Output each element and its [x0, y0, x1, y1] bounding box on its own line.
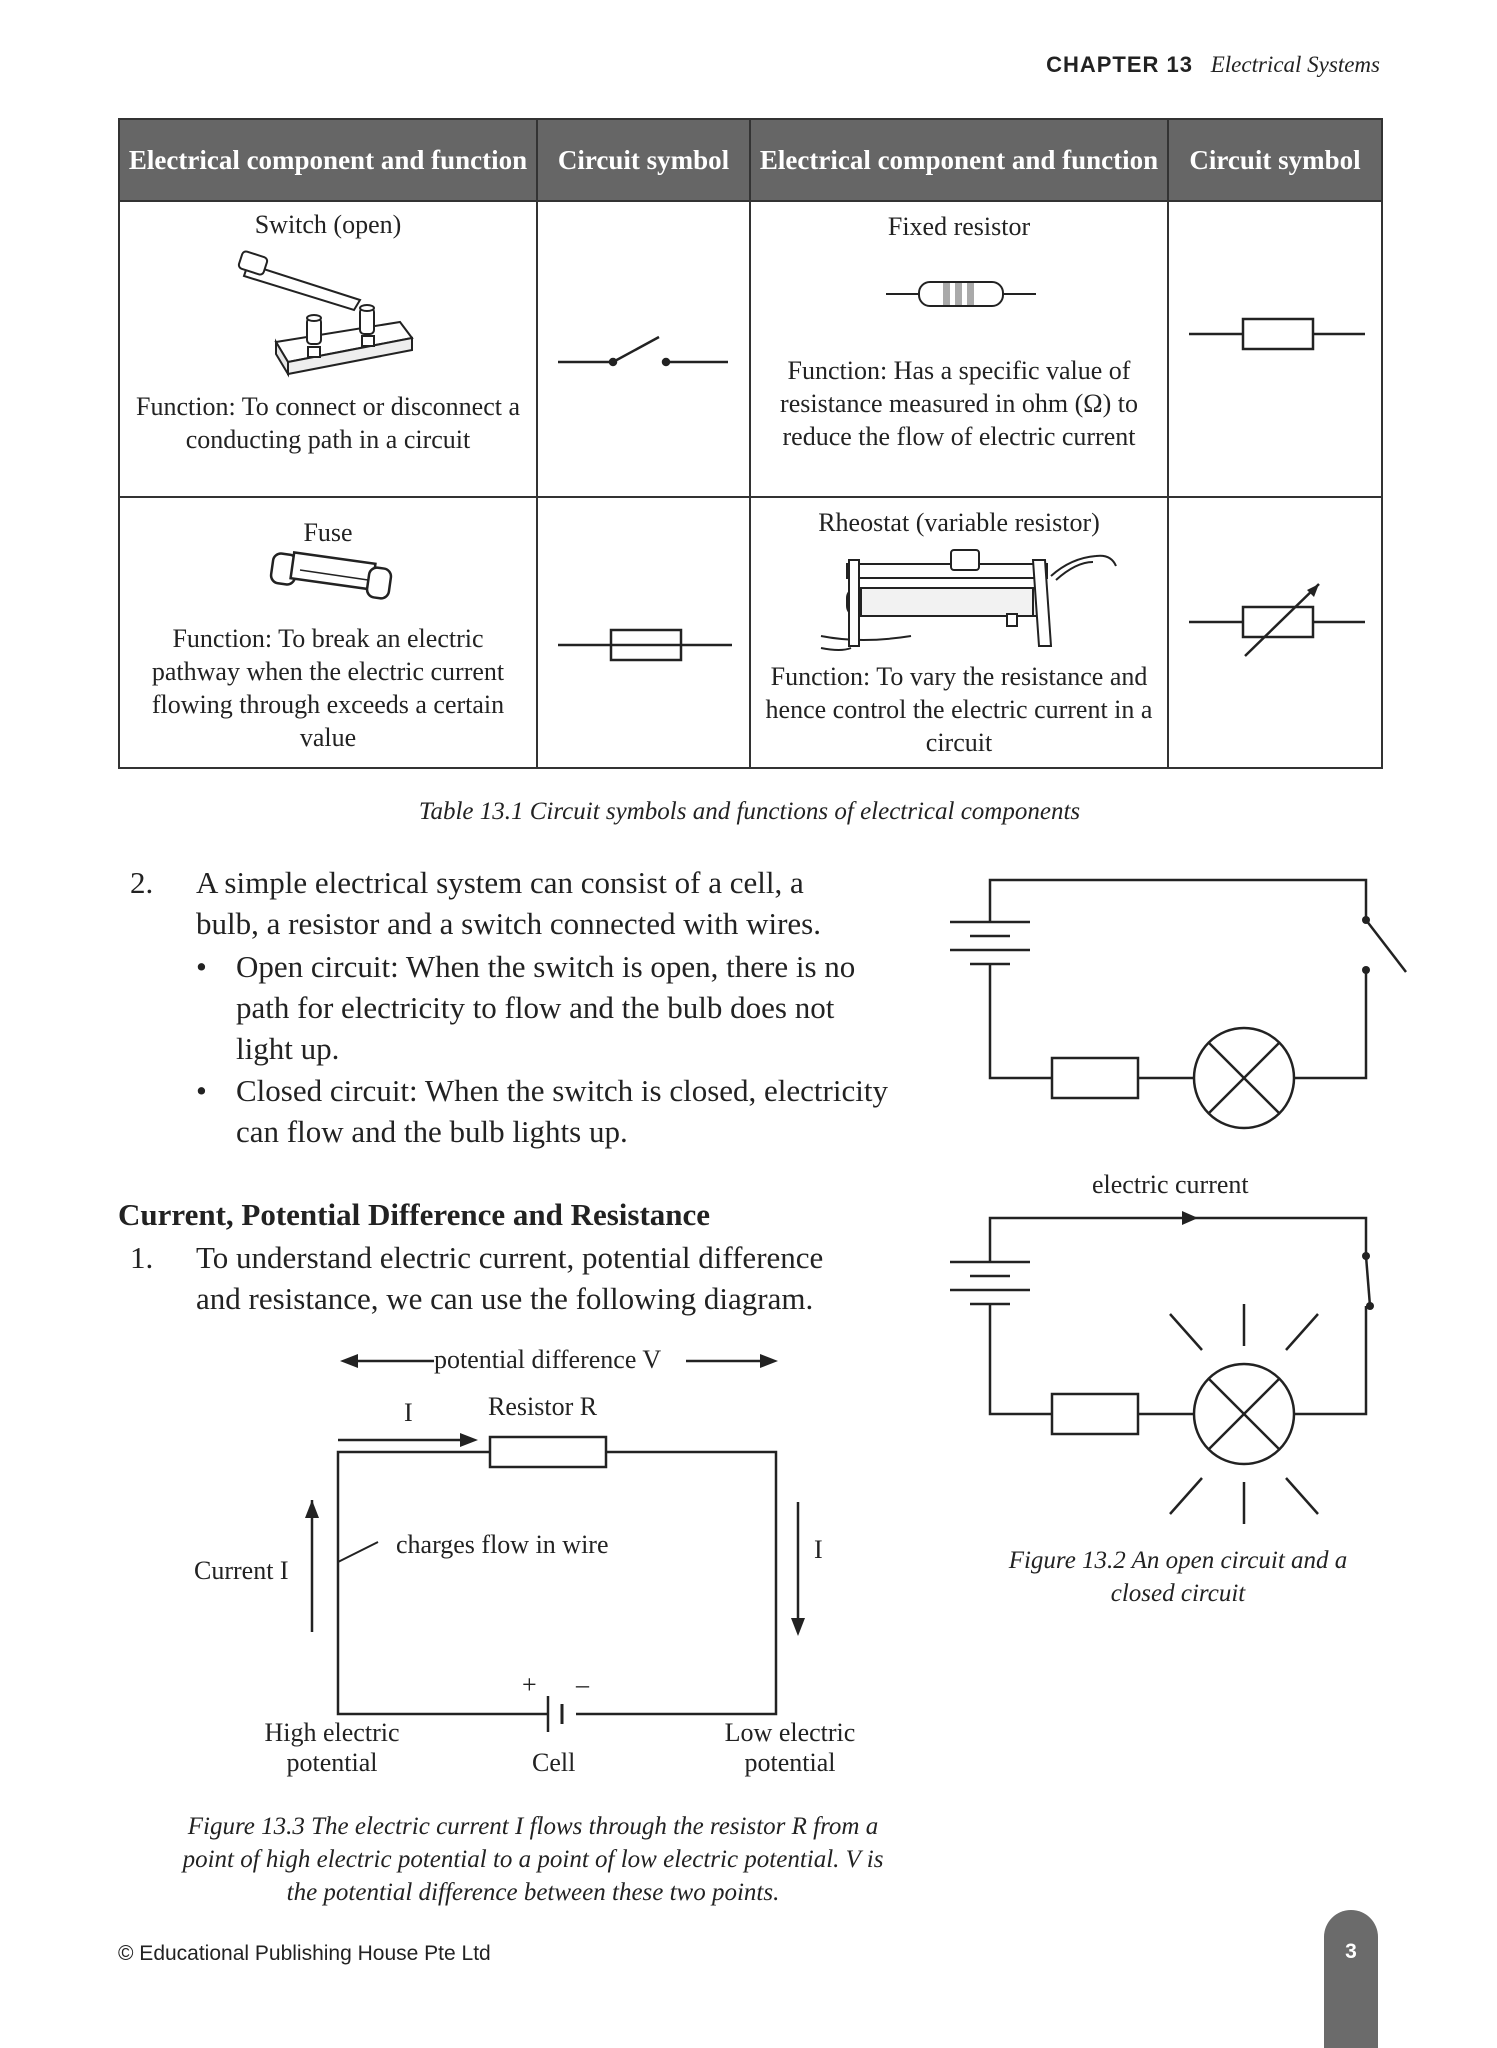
- caption-line: Figure 13.3 The electric current I flows…: [187, 1813, 879, 1840]
- high-potential-label: High electric potential: [232, 1718, 432, 1778]
- section-text: To understand electric current, potentia…: [196, 1237, 956, 1319]
- rheostat-icon: [820, 549, 1117, 651]
- chapter-title: Electrical Systems: [1210, 52, 1380, 77]
- switch-symbol: [558, 335, 728, 367]
- list-number: 2.: [130, 865, 154, 900]
- text-line: light up.: [236, 1031, 340, 1066]
- fuse-symbol: [558, 628, 732, 662]
- label-line: High electric: [264, 1718, 400, 1747]
- component-cell-rheostat: Rheostat (variable resistor): [749, 496, 1169, 769]
- page-number: 3: [1345, 1940, 1357, 1963]
- component-name: Switch (open): [254, 210, 402, 239]
- current-top-label: I: [404, 1398, 413, 1427]
- figure-13-3-caption: Figure 13.3 The electric current I flows…: [110, 1810, 956, 1909]
- point2-text: A simple electrical system can consist o…: [196, 862, 956, 944]
- table-row: Switch (open): [118, 200, 1383, 498]
- cell-label: Cell: [532, 1748, 576, 1777]
- chapter-header: CHAPTER 13 Electrical Systems: [1046, 52, 1380, 78]
- label-line: potential: [286, 1748, 378, 1777]
- potential-difference-label: potential difference V: [434, 1345, 662, 1374]
- header-symbol-1: Circuit symbol: [536, 118, 751, 202]
- text-line: bulb, a resistor and a switch connected …: [196, 906, 821, 941]
- rheostat-symbol: [1189, 583, 1365, 657]
- text-line: Open circuit: When the switch is open, t…: [236, 949, 856, 984]
- figure-13-2-diagram: [950, 878, 1407, 1524]
- text-line: A simple electrical system can consist o…: [196, 865, 804, 900]
- symbol-cell-rheostat: [1167, 496, 1383, 769]
- component-function: Function: To connect or disconnect a con…: [136, 392, 520, 454]
- bullet-marker: •: [196, 1073, 207, 1108]
- component-function: Function: To break an electric pathway w…: [151, 624, 505, 752]
- minus-sign: –: [576, 1670, 589, 1699]
- fuse-icon: [269, 551, 393, 600]
- component-cell-switch: Switch (open): [118, 200, 538, 498]
- resistor-symbol: [1189, 317, 1365, 351]
- low-potential-label: Low electric potential: [690, 1718, 890, 1778]
- current-right-label: I: [814, 1535, 823, 1564]
- text-line: can flow and the bulb lights up.: [236, 1114, 628, 1149]
- charges-flow-label: charges flow in wire: [396, 1530, 609, 1559]
- chapter-number: CHAPTER 13: [1046, 52, 1193, 77]
- symbol-cell-switch: [536, 200, 751, 498]
- text-line: path for electricity to flow and the bul…: [236, 990, 835, 1025]
- section-heading: Current, Potential Difference and Resist…: [118, 1197, 711, 1232]
- caption-line: point of high electric potential to a po…: [182, 1846, 884, 1873]
- text-line: To understand electric current, potentia…: [196, 1240, 824, 1275]
- header-component-2: Electrical component and function: [749, 118, 1169, 202]
- table-caption: Table 13.1 Circuit symbols and functions…: [418, 798, 1081, 825]
- bullet-closed-circuit: Closed circuit: When the switch is close…: [236, 1070, 976, 1152]
- caption-line: the potential difference between these t…: [286, 1879, 780, 1906]
- current-left-label: Current I: [194, 1556, 289, 1585]
- symbol-cell-fuse: [536, 496, 751, 769]
- switch-icon: [237, 250, 414, 378]
- component-function: Function: To vary the resistance and hen…: [765, 662, 1153, 757]
- component-name: Fixed resistor: [887, 212, 1031, 241]
- component-name: Fuse: [303, 518, 353, 547]
- plus-sign: +: [522, 1670, 537, 1699]
- text-line: and resistance, we can use the following…: [196, 1281, 814, 1316]
- label-line: Low electric: [724, 1718, 856, 1747]
- electric-current-label: electric current: [1092, 1170, 1249, 1199]
- text-line: Closed circuit: When the switch is close…: [236, 1073, 888, 1108]
- resistor-label: Resistor R: [488, 1392, 598, 1421]
- bullet-marker: •: [196, 949, 207, 984]
- caption-line: closed circuit: [1110, 1580, 1246, 1607]
- resistor-icon: [886, 281, 1036, 307]
- table-row: Fuse Function: To break an electric path…: [118, 496, 1383, 769]
- components-table: Electrical component and function Circui…: [118, 118, 1383, 769]
- component-function: Function: Has a specific value of resist…: [780, 356, 1138, 451]
- component-name: Rheostat (variable resistor): [818, 508, 1100, 537]
- table-header-row: Electrical component and function Circui…: [118, 118, 1383, 202]
- caption-line: Figure 13.2 An open circuit and a: [1008, 1547, 1348, 1574]
- label-line: potential: [744, 1748, 836, 1777]
- copyright: © Educational Publishing House Pte Ltd: [118, 1942, 491, 1965]
- page-tab: [1324, 1910, 1378, 2048]
- header-symbol-2: Circuit symbol: [1167, 118, 1383, 202]
- symbol-cell-resistor: [1167, 200, 1383, 498]
- component-cell-resistor: Fixed resistor Function: Has a specific …: [749, 200, 1169, 498]
- bullet-open-circuit: Open circuit: When the switch is open, t…: [236, 946, 976, 1069]
- header-component-1: Electrical component and function: [118, 118, 538, 202]
- list-number: 1.: [130, 1240, 154, 1275]
- component-cell-fuse: Fuse Function: To break an electric path…: [118, 496, 538, 769]
- figure-13-2-caption: Figure 13.2 An open circuit and a closed…: [968, 1544, 1388, 1610]
- figure-13-3-diagram: [305, 1354, 805, 1732]
